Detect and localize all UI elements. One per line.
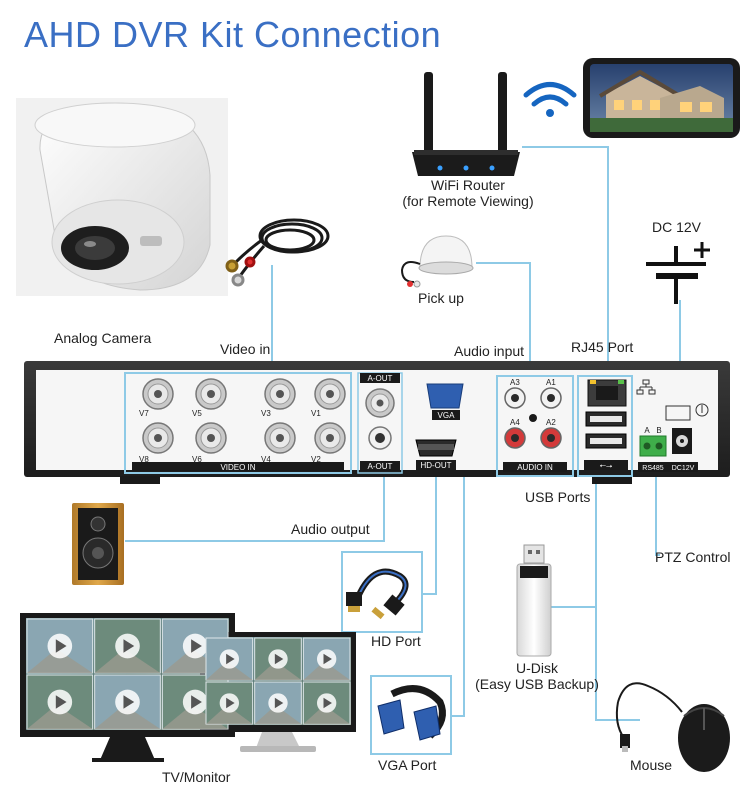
- hdmi-cable: [341, 551, 423, 633]
- aout-rca-port: [368, 426, 392, 450]
- audio-port-a1: A1: [540, 378, 562, 409]
- speaker: [72, 503, 124, 585]
- wifi-router-subtitle: (for Remote Viewing): [402, 193, 534, 209]
- u-disk-subtitle: (Easy USB Backup): [475, 676, 599, 692]
- bnc-label-v1: V1: [311, 409, 321, 418]
- dc-label: DC 12V: [652, 219, 702, 235]
- bnc-label-v6: V6: [192, 455, 202, 464]
- wifi-router-title: WiFi Router: [431, 177, 505, 193]
- svg-text:⭠⭢: ⭠⭢: [600, 461, 613, 470]
- tv-tile: [26, 674, 94, 730]
- monitor-tile: [302, 681, 351, 725]
- audio-label-a1: A1: [546, 378, 556, 387]
- monitor-tile: [254, 681, 302, 725]
- bnc-port-v5: V5: [192, 378, 227, 418]
- aout-bnc-port: [365, 388, 395, 418]
- line-vga-port: [450, 430, 465, 717]
- wifi-icon: [523, 82, 577, 117]
- panel-vga-label: VGA: [438, 411, 456, 420]
- panel-labels: VIDEO IN A-OUT A-OUT VGA HD-OUT AUDIO IN…: [220, 374, 694, 472]
- panel-audio-in-label: AUDIO IN: [517, 463, 553, 472]
- analog-camera-label: Analog Camera: [54, 330, 152, 346]
- panel-hdout-label: HD-OUT: [420, 461, 451, 470]
- pickup-label: Pick up: [418, 290, 464, 306]
- tv-tile: [94, 674, 161, 730]
- line-hd-port: [422, 468, 437, 595]
- bnc-label-v8: V8: [139, 455, 149, 464]
- panel-aout-top-label: A-OUT: [368, 374, 393, 383]
- bnc-label-v2: V2: [311, 455, 321, 464]
- audio-port-a4: A4: [504, 418, 526, 449]
- line-router-rj45: [522, 146, 609, 376]
- audio-input-label: Audio input: [454, 343, 525, 359]
- wifi-router: [412, 72, 520, 176]
- bnc-port-v6: V6: [192, 422, 227, 464]
- audio-port-a2: A2: [540, 418, 562, 449]
- vga-port-label: VGA Port: [378, 757, 437, 773]
- bnc-port-v4: V4: [261, 422, 296, 464]
- audio-label-a2: A2: [546, 418, 556, 427]
- rs485-a-label: A: [644, 426, 650, 435]
- pickup-microphone: [400, 235, 474, 288]
- panel-dc12v-label: DC12V: [672, 465, 695, 472]
- line-mouse: [595, 607, 640, 721]
- bnc-port-v2: V2: [311, 422, 346, 464]
- monitor-tile: [254, 637, 302, 681]
- video-in-label: Video in: [220, 341, 271, 357]
- wifi-router-label: WiFi Router (for Remote Viewing): [388, 177, 548, 209]
- dome-camera: [16, 98, 228, 296]
- rs485-b-label: B: [656, 426, 661, 435]
- page-title: AHD DVR Kit Connection: [24, 14, 442, 55]
- tv-tile: [26, 618, 94, 674]
- tv-monitor-label: TV/Monitor: [162, 769, 231, 785]
- bnc-label-v4: V4: [261, 455, 271, 464]
- monitor-tile: [302, 637, 351, 681]
- audio-port-a3: A3: [504, 378, 526, 409]
- rs485-pin-labels: A B: [644, 426, 661, 435]
- monitor-tile: [205, 637, 254, 681]
- panel-aout-bottom-label: A-OUT: [368, 462, 393, 471]
- smartphone-house: [583, 58, 740, 138]
- line-ptz: [655, 473, 660, 556]
- ptz-control-label: PTZ Control: [655, 549, 731, 565]
- bnc-label-v3: V3: [261, 409, 271, 418]
- panel-rs485-label: RS485: [642, 465, 664, 472]
- usb-ports-label: USB Ports: [525, 489, 591, 505]
- hd-port-label: HD Port: [371, 633, 421, 649]
- monitor-video-tiles: [26, 618, 351, 730]
- bnc-port-v3: V3: [261, 378, 296, 418]
- audio-label-a3: A3: [510, 378, 520, 387]
- line-audio-output: [125, 455, 385, 542]
- usb-drive: [516, 544, 552, 657]
- audio-label-a4: A4: [510, 418, 520, 427]
- bnc-port-v1: V1: [311, 378, 346, 418]
- bnc-port-v7: V7: [139, 378, 174, 418]
- tv-tile: [94, 618, 161, 674]
- vga-cable: [370, 675, 452, 755]
- monitor-tile: [205, 681, 254, 725]
- mouse: [615, 682, 730, 772]
- u-disk-label: U-Disk (Easy USB Backup): [462, 660, 612, 692]
- dc-power-symbol: [646, 242, 710, 304]
- bnc-cable-coil: [225, 218, 330, 287]
- bnc-port-v8: V8: [139, 422, 174, 464]
- audio-screw: [529, 414, 537, 422]
- line-audio-input: [476, 262, 531, 373]
- panel-video-in-label: VIDEO IN: [220, 463, 255, 472]
- bnc-label-v7: V7: [139, 409, 149, 418]
- audio-output-label: Audio output: [291, 521, 370, 537]
- bnc-label-v5: V5: [192, 409, 202, 418]
- mouse-label: Mouse: [630, 757, 673, 773]
- rj45-port-label: RJ45 Port: [571, 339, 634, 355]
- u-disk-title: U-Disk: [516, 660, 558, 676]
